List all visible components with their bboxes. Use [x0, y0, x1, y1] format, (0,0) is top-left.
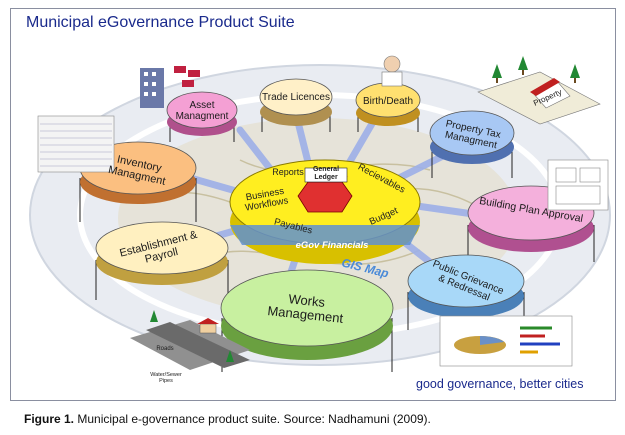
module-asset-managment — [166, 91, 238, 142]
person-illustration — [381, 55, 403, 87]
label-reports: Reports — [272, 167, 304, 177]
caption-text: Municipal e-governance product suite. So… — [74, 412, 431, 426]
figure-caption: Figure 1. Municipal e-governance product… — [24, 412, 431, 426]
label-water-sewer: Water/Sewer Pipes — [150, 372, 182, 385]
financials-band — [230, 225, 420, 245]
label-egov-financials: eGov Financials — [295, 240, 369, 251]
central-hub — [229, 159, 421, 264]
label-trade-licences: Trade Licences — [262, 92, 330, 103]
slogan: good governance, better cities — [416, 377, 584, 391]
module-property-tax — [429, 110, 515, 178]
property-illustration — [477, 56, 601, 125]
label-general-ledger: General Ledger — [312, 166, 340, 181]
caption-prefix: Figure 1. — [24, 412, 75, 426]
building-illustration — [140, 66, 200, 108]
general-ledger-block — [297, 181, 353, 213]
module-birth-death — [355, 82, 421, 132]
spreadsheet-illustration — [37, 115, 115, 173]
label-roads: Roads — [156, 346, 174, 352]
roads-illustration — [130, 310, 250, 370]
report-illustration — [439, 315, 573, 367]
label-birth-death: Birth/Death — [362, 96, 414, 107]
module-trade-licences — [259, 78, 333, 132]
label-asset-managment: Asset Managment — [175, 100, 229, 122]
module-establishment — [95, 221, 229, 300]
diagram-title: Municipal eGovernance Product Suite — [26, 14, 295, 31]
blueprint-illustration — [547, 159, 609, 211]
module-grievance — [407, 254, 525, 330]
module-works — [220, 269, 394, 372]
